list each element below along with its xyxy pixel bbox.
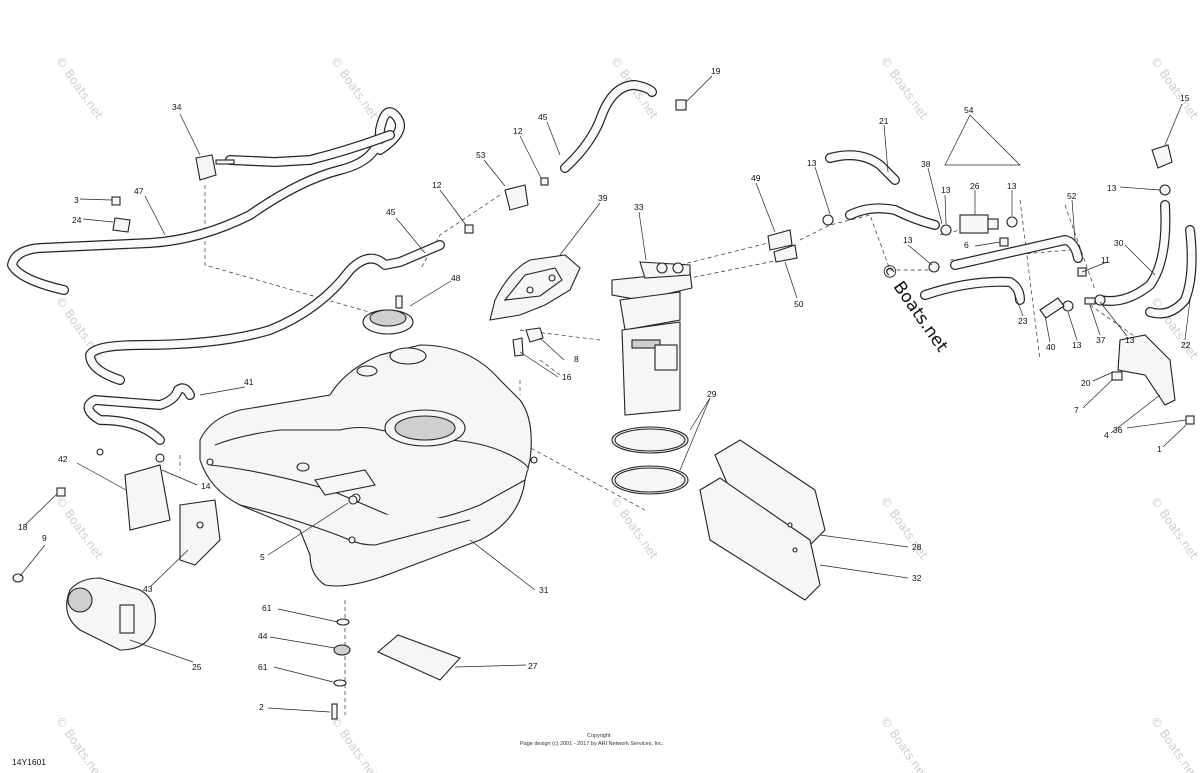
hoses — [7, 80, 1197, 445]
fuel-pump-module — [611, 261, 693, 416]
callout-label: 31 — [539, 585, 549, 595]
callout-label: 8 — [574, 354, 579, 364]
watermark-text: © Boats.net — [1148, 54, 1200, 122]
hose-30 — [1095, 200, 1171, 306]
callout-label: 34 — [172, 102, 182, 112]
callout-label: 13 — [903, 235, 913, 245]
watermark-text: © Boats.net — [53, 494, 107, 562]
watermark-text: © Boats.net — [878, 494, 932, 562]
callout-label: 26 — [970, 181, 980, 191]
callout-label: 7 — [1074, 405, 1079, 415]
hardware — [12, 99, 1195, 720]
hose-45-lower — [85, 240, 445, 385]
callout-label: 20 — [1081, 378, 1091, 388]
callout-label: 2 — [259, 702, 264, 712]
callout-label: 13 — [1107, 183, 1117, 193]
watermark-text: © Boats.net — [53, 54, 107, 122]
sender-bracket — [489, 254, 581, 321]
evap-components — [66, 448, 221, 651]
callout-label: 13 — [1125, 335, 1135, 345]
callout-label: 45 — [386, 207, 396, 217]
callout-label: 33 — [634, 202, 644, 212]
callout-label: 37 — [1096, 335, 1106, 345]
callout-label: 11 — [1101, 255, 1110, 265]
callout-label: 15 — [1180, 93, 1190, 103]
leader-lines — [19, 75, 1191, 713]
hose-38 — [845, 203, 940, 230]
callout-label: 54 — [964, 105, 974, 115]
hose-41 — [83, 383, 195, 445]
callout-label: 41 — [244, 377, 254, 387]
callout-label: 42 — [58, 454, 68, 464]
callout-label: 13 — [1072, 340, 1082, 350]
callout-label: 5 — [260, 552, 265, 562]
hose-6 — [950, 235, 1083, 270]
callout-label: 49 — [751, 173, 761, 183]
callout-label: 28 — [912, 542, 922, 552]
callout-label: 3 — [74, 195, 79, 205]
callout-label: 18 — [18, 522, 28, 532]
callout-label: 45 — [538, 112, 548, 122]
callout-label: 61 — [262, 603, 272, 613]
watermark-text: © Boats.net — [328, 54, 382, 122]
callout-label: 30 — [1114, 238, 1124, 248]
hose-21 — [825, 150, 900, 185]
hose-45-upper — [560, 80, 657, 173]
watermark-text: © Boats.net — [608, 494, 662, 562]
copyright-line-1: Copyright — [587, 733, 611, 739]
callout-label: 32 — [912, 573, 922, 583]
callout-label: 53 — [476, 150, 486, 160]
watermark-text-main: © Boats.net — [876, 259, 952, 356]
fuel-tank — [199, 344, 538, 587]
callout-label: 61 — [258, 662, 268, 672]
callout-label: 52 — [1067, 191, 1077, 201]
callout-label: 19 — [711, 66, 721, 76]
callout-label: 38 — [921, 159, 931, 169]
callout-label: 40 — [1046, 342, 1056, 352]
callout-label: 39 — [598, 193, 608, 203]
callout-label: 1 — [1157, 444, 1162, 454]
callout-label: 44 — [258, 631, 268, 641]
callout-label: 47 — [134, 186, 144, 196]
hose-23 — [920, 276, 1025, 305]
callout-labels: 34 3 24 47 45 12 53 12 45 19 39 33 48 8 … — [18, 66, 1191, 712]
callout-label: 25 — [192, 662, 202, 672]
callout-label: 48 — [451, 273, 461, 283]
callout-label: 21 — [879, 116, 889, 126]
diagram-code: 14Y1601 — [12, 757, 46, 767]
callout-label: 27 — [528, 661, 538, 671]
callout-label: 24 — [72, 215, 82, 225]
callout-label: 16 — [562, 372, 572, 382]
callout-label: 12 — [432, 180, 442, 190]
watermark-text: © Boats.net — [878, 714, 932, 773]
hose-47 — [7, 107, 405, 295]
callout-label: 29 — [707, 389, 717, 399]
callout-label: 4 — [1104, 430, 1109, 440]
callout-label: 50 — [794, 299, 804, 309]
callout-label: 13 — [941, 185, 951, 195]
watermark-text: © Boats.net — [1148, 714, 1200, 773]
callout-label: 43 — [143, 584, 153, 594]
watermark-text: © Boats.net — [878, 54, 932, 122]
watermark-text: © Boats.net — [328, 714, 382, 773]
hose-22 — [1145, 225, 1197, 319]
callout-label: 13 — [1007, 181, 1017, 191]
fuel-cap — [362, 295, 414, 335]
callout-label: 23 — [1018, 316, 1028, 326]
callout-label: 12 — [513, 126, 523, 136]
watermark-text: © Boats.net — [53, 714, 107, 773]
heat-shields — [699, 439, 826, 601]
callout-label: 6 — [964, 240, 969, 250]
callout-label: 14 — [201, 481, 211, 491]
callout-label: 13 — [807, 158, 817, 168]
callout-label: 36 — [1113, 425, 1123, 435]
callout-label: 22 — [1181, 340, 1191, 350]
lock-rings — [611, 426, 689, 495]
watermark-text: © Boats.net — [1148, 494, 1200, 562]
copyright-line-2: Page design (c) 2001 - 2017 by ARI Netwo… — [520, 741, 664, 747]
callout-label: 9 — [42, 533, 47, 543]
